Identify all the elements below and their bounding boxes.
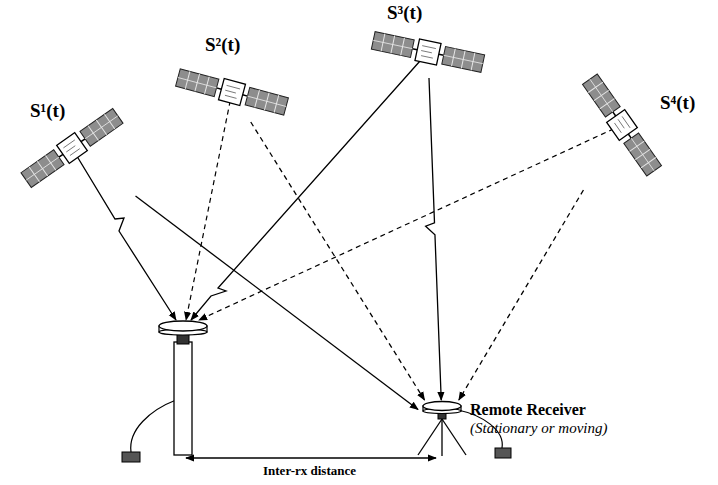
- satellite-label: S⁴(t): [660, 92, 695, 114]
- satellite-node: S³(t): [370, 2, 500, 78]
- satellite-label: S¹(t): [30, 100, 65, 122]
- satellite-label: S³(t): [387, 2, 422, 24]
- satellite-node: S²(t): [160, 32, 288, 122]
- signal-line: [426, 78, 442, 400]
- satellite-node: S⁴(t): [570, 70, 708, 190]
- receiver-node: Remote Receiver(Stationary or moving): [418, 400, 614, 440]
- satellite-icon: [570, 70, 708, 190]
- signal-line-dashed: [199, 125, 622, 320]
- signal-line: [136, 196, 418, 409]
- receiver-label: Remote Receiver: [470, 400, 614, 419]
- signal-line: [72, 148, 176, 320]
- distance-arrow: [186, 457, 436, 458]
- signal-line-dashed: [186, 92, 232, 320]
- signal-line: [459, 190, 584, 400]
- satellite-label: S²(t): [205, 34, 240, 56]
- signal-line: [191, 52, 428, 320]
- base-receiver: [122, 321, 207, 462]
- receiver-label: (Stationary or moving): [470, 419, 614, 438]
- satellite-node: S¹(t): [12, 100, 137, 196]
- signal-line: [251, 122, 425, 400]
- distance-label: Inter-rx distance: [263, 463, 356, 478]
